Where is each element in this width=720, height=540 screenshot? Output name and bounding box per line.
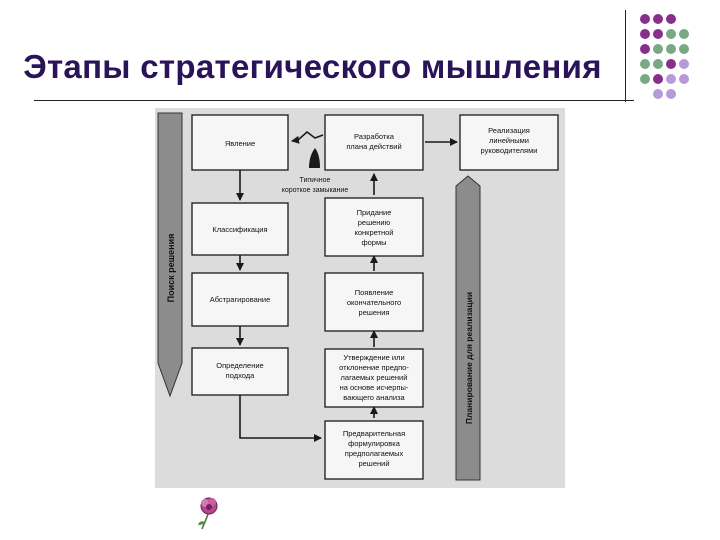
- svg-text:Утверждение или: Утверждение или: [343, 353, 404, 362]
- strategic-thinking-diagram: Поиск решения Планирование для реализаци…: [155, 108, 565, 488]
- svg-text:решений: решений: [358, 459, 389, 468]
- dot-grid-decoration: [0, 0, 720, 110]
- flower-icon: [196, 494, 222, 535]
- svg-text:руководителями: руководителями: [481, 146, 538, 155]
- svg-text:короткое замыкание: короткое замыкание: [282, 187, 349, 194]
- box-concrete-form: Придание решению конкретной формы: [324, 197, 424, 257]
- svg-text:Абстрагирование: Абстрагирование: [210, 295, 271, 304]
- svg-text:на основе исчерпы-: на основе исчерпы-: [340, 383, 409, 392]
- svg-text:Определение: Определение: [216, 361, 263, 370]
- svg-text:лагаемых решений: лагаемых решений: [341, 373, 408, 382]
- box-abstraction: Абстрагирование: [191, 272, 289, 327]
- short-circuit-label: Типичное короткое замыкание: [282, 177, 349, 194]
- slide-title: Этапы стратегического мышления: [23, 48, 602, 85]
- svg-text:решению: решению: [358, 218, 391, 227]
- svg-text:Придание: Придание: [357, 208, 392, 217]
- svg-text:подхода: подхода: [226, 371, 255, 380]
- svg-text:конкретной: конкретной: [355, 228, 394, 237]
- svg-text:Классификация: Классификация: [212, 225, 267, 234]
- svg-text:линейными: линейными: [489, 136, 529, 145]
- svg-text:вающего анализа: вающего анализа: [343, 393, 405, 402]
- planning-label: Планирование для реализации: [464, 292, 474, 424]
- box-approval: Утверждение или отклонение предпо- лагае…: [324, 348, 424, 408]
- svg-text:предполагаемых: предполагаемых: [345, 449, 404, 458]
- svg-text:Реализация: Реализация: [488, 126, 530, 135]
- corner-divider: [625, 10, 626, 102]
- planning-arrow: Планирование для реализации: [455, 175, 481, 481]
- box-phenomenon: Явление: [191, 114, 289, 171]
- svg-text:Появление: Появление: [355, 288, 394, 297]
- box-approach: Определение подхода: [191, 347, 289, 396]
- box-classification: Классификация: [191, 202, 289, 256]
- svg-text:формулировка: формулировка: [348, 439, 401, 448]
- svg-text:Явление: Явление: [225, 139, 255, 148]
- box-preliminary: Предварительная формулировка предполагае…: [324, 420, 424, 480]
- box-final-solution: Появление окончательного решения: [324, 272, 424, 332]
- box-implementation: Реализация линейными руководителями: [459, 114, 559, 171]
- short-circuit-marker: [309, 148, 320, 168]
- title-underline: [34, 100, 634, 101]
- search-solution-arrow: Поиск решения: [157, 112, 183, 398]
- svg-text:Предварительная: Предварительная: [343, 429, 405, 438]
- svg-text:Разработка: Разработка: [354, 132, 395, 141]
- svg-text:окончательного: окончательного: [347, 298, 401, 307]
- box-action-plan: Разработка плана действий: [324, 114, 424, 171]
- svg-text:формы: формы: [361, 238, 386, 247]
- svg-text:плана действий: плана действий: [346, 142, 401, 151]
- svg-text:Типичное: Типичное: [300, 177, 331, 184]
- search-solution-label: Поиск решения: [166, 234, 176, 303]
- svg-text:решения: решения: [359, 308, 390, 317]
- svg-text:отклонение предпо-: отклонение предпо-: [339, 363, 409, 372]
